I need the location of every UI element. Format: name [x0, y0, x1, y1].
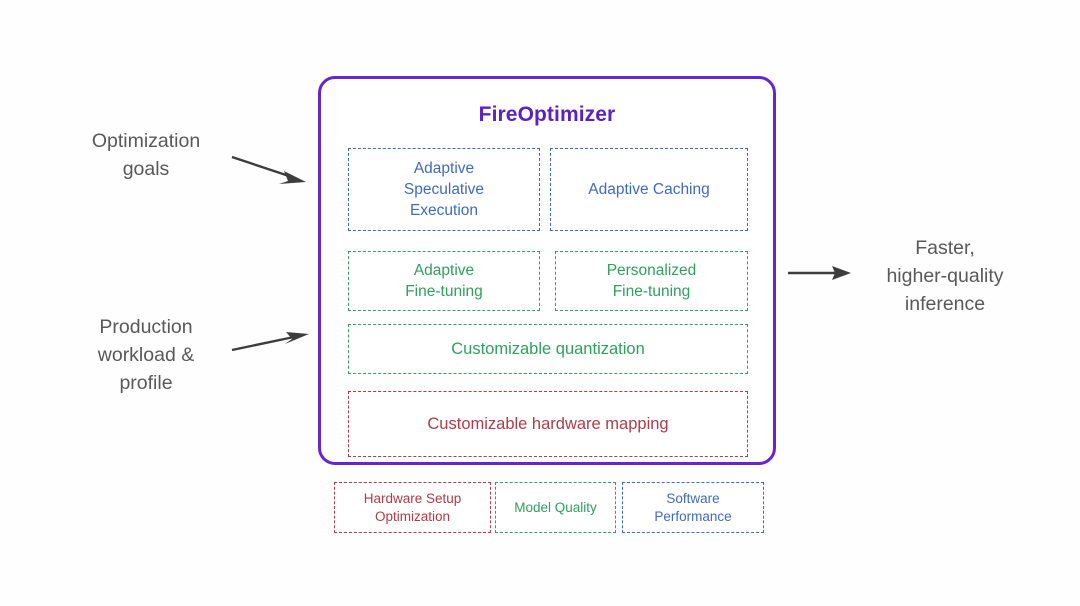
- feature-box-customizable-quantization[interactable]: Customizable quantization: [348, 324, 748, 374]
- legend: Hardware Setup Optimization Model Qualit…: [334, 482, 764, 533]
- page-title: FireOptimizer: [478, 103, 616, 126]
- feature-box-adaptive-caching[interactable]: Adaptive Caching: [550, 148, 748, 231]
- feature-box-personalized-fine-tuning[interactable]: Personalized Fine-tuning: [555, 251, 748, 311]
- feature-box-adaptive-fine-tuning[interactable]: Adaptive Fine-tuning: [348, 251, 540, 311]
- legend-item-model-quality[interactable]: Model Quality: [495, 482, 616, 533]
- output-label-faster-inference: Faster, higher-quality inference: [886, 237, 1004, 315]
- legend-item-software-performance[interactable]: Software Performance: [622, 482, 764, 533]
- input-label-production-workload: Production workload & profile: [97, 316, 195, 394]
- feature-box-adaptive-speculative-execution[interactable]: Adaptive Speculative Execution: [348, 148, 540, 231]
- arrow-production-workload-icon: [231, 332, 309, 352]
- arrow-optimization-goals-icon: [231, 155, 306, 184]
- feature-box-customizable-hardware-mapping[interactable]: Customizable hardware mapping: [348, 391, 748, 457]
- legend-item-hardware-setup-optimization[interactable]: Hardware Setup Optimization: [334, 482, 491, 533]
- arrow-output-icon: [788, 266, 851, 280]
- input-label-optimization-goals: Optimization goals: [91, 130, 201, 180]
